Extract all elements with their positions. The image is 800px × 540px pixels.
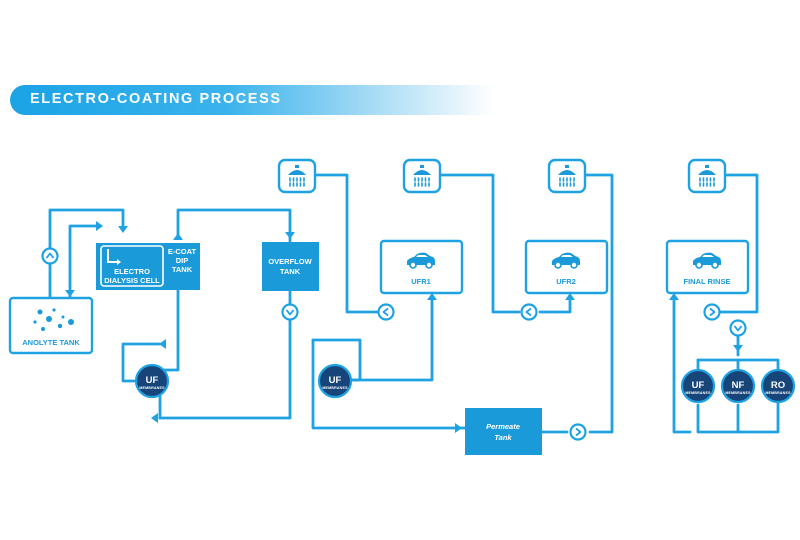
overflow-label-2: TANK: [280, 267, 301, 276]
shower-icon: [277, 158, 317, 194]
pump-icon: [281, 303, 299, 321]
ecoat-label-1: E-COAT: [168, 247, 197, 256]
return-arrow-icon: [703, 303, 721, 321]
pump-icon: [41, 247, 59, 265]
uf-label: UF: [692, 380, 705, 391]
electro-dialysis-label-2: DIALYSIS CELL: [104, 276, 160, 285]
ufr2-label: UFR2: [556, 277, 576, 286]
shower-icon: [402, 158, 442, 194]
ufr1-label: UFR1: [411, 277, 431, 286]
anolyte-tank: ANOLYTE TANK: [8, 296, 94, 355]
permeate-label-2: Tank: [494, 433, 512, 442]
nf-label: NF: [732, 380, 745, 391]
overflow-label-1: OVERFLOW: [268, 257, 312, 266]
membrane-caption: MEMBRANES: [139, 386, 165, 390]
ecoat-label-3: TANK: [172, 265, 193, 274]
return-arrow-icon: [377, 303, 395, 321]
final-rinse-label: FINAL RINSE: [684, 277, 731, 286]
electro-dialysis-label-1: ELECTRO: [114, 267, 150, 276]
membrane-caption: MEMBRANES: [725, 391, 751, 395]
ro-membrane: RO MEMBRANES: [760, 368, 796, 404]
title-banner: [10, 85, 494, 115]
membrane-caption: MEMBRANES: [685, 391, 711, 395]
shower-icon: [547, 158, 587, 194]
uf-membrane-left: UF MEMBRANES: [134, 363, 170, 399]
ro-label: RO: [771, 380, 785, 391]
bubbles-icon: [33, 308, 74, 331]
page-title: ELECTRO-COATING PROCESS: [30, 91, 282, 107]
permeate-tank: Permeate Tank: [465, 408, 542, 455]
final-rinse-station: FINAL RINSE: [665, 239, 750, 295]
uf-membrane-right: UF MEMBRANES: [680, 368, 716, 404]
overflow-tank: OVERFLOW TANK: [262, 242, 319, 291]
ecoat-dip-tank: ELECTRO DIALYSIS CELL E-COAT DIP TANK: [96, 243, 200, 290]
ufr1-station: UFR1: [379, 239, 464, 295]
ufr2-station: UFR2: [524, 239, 609, 295]
pump-icon: [569, 423, 587, 441]
uf-label: UF: [146, 375, 159, 386]
permeate-label-1: Permeate: [486, 422, 520, 431]
nf-membrane: NF MEMBRANES: [720, 368, 756, 404]
shower-icon: [687, 158, 727, 194]
return-arrow-icon: [520, 303, 538, 321]
anolyte-tank-label: ANOLYTE TANK: [22, 338, 80, 347]
flow-arrows: [65, 221, 743, 433]
uf-label: UF: [329, 375, 342, 386]
ecoat-label-2: DIP: [176, 256, 189, 265]
membrane-caption: MEMBRANES: [322, 386, 348, 390]
pump-icon: [729, 319, 747, 337]
membrane-caption: MEMBRANES: [765, 391, 791, 395]
uf-membrane-middle: UF MEMBRANES: [317, 363, 353, 399]
